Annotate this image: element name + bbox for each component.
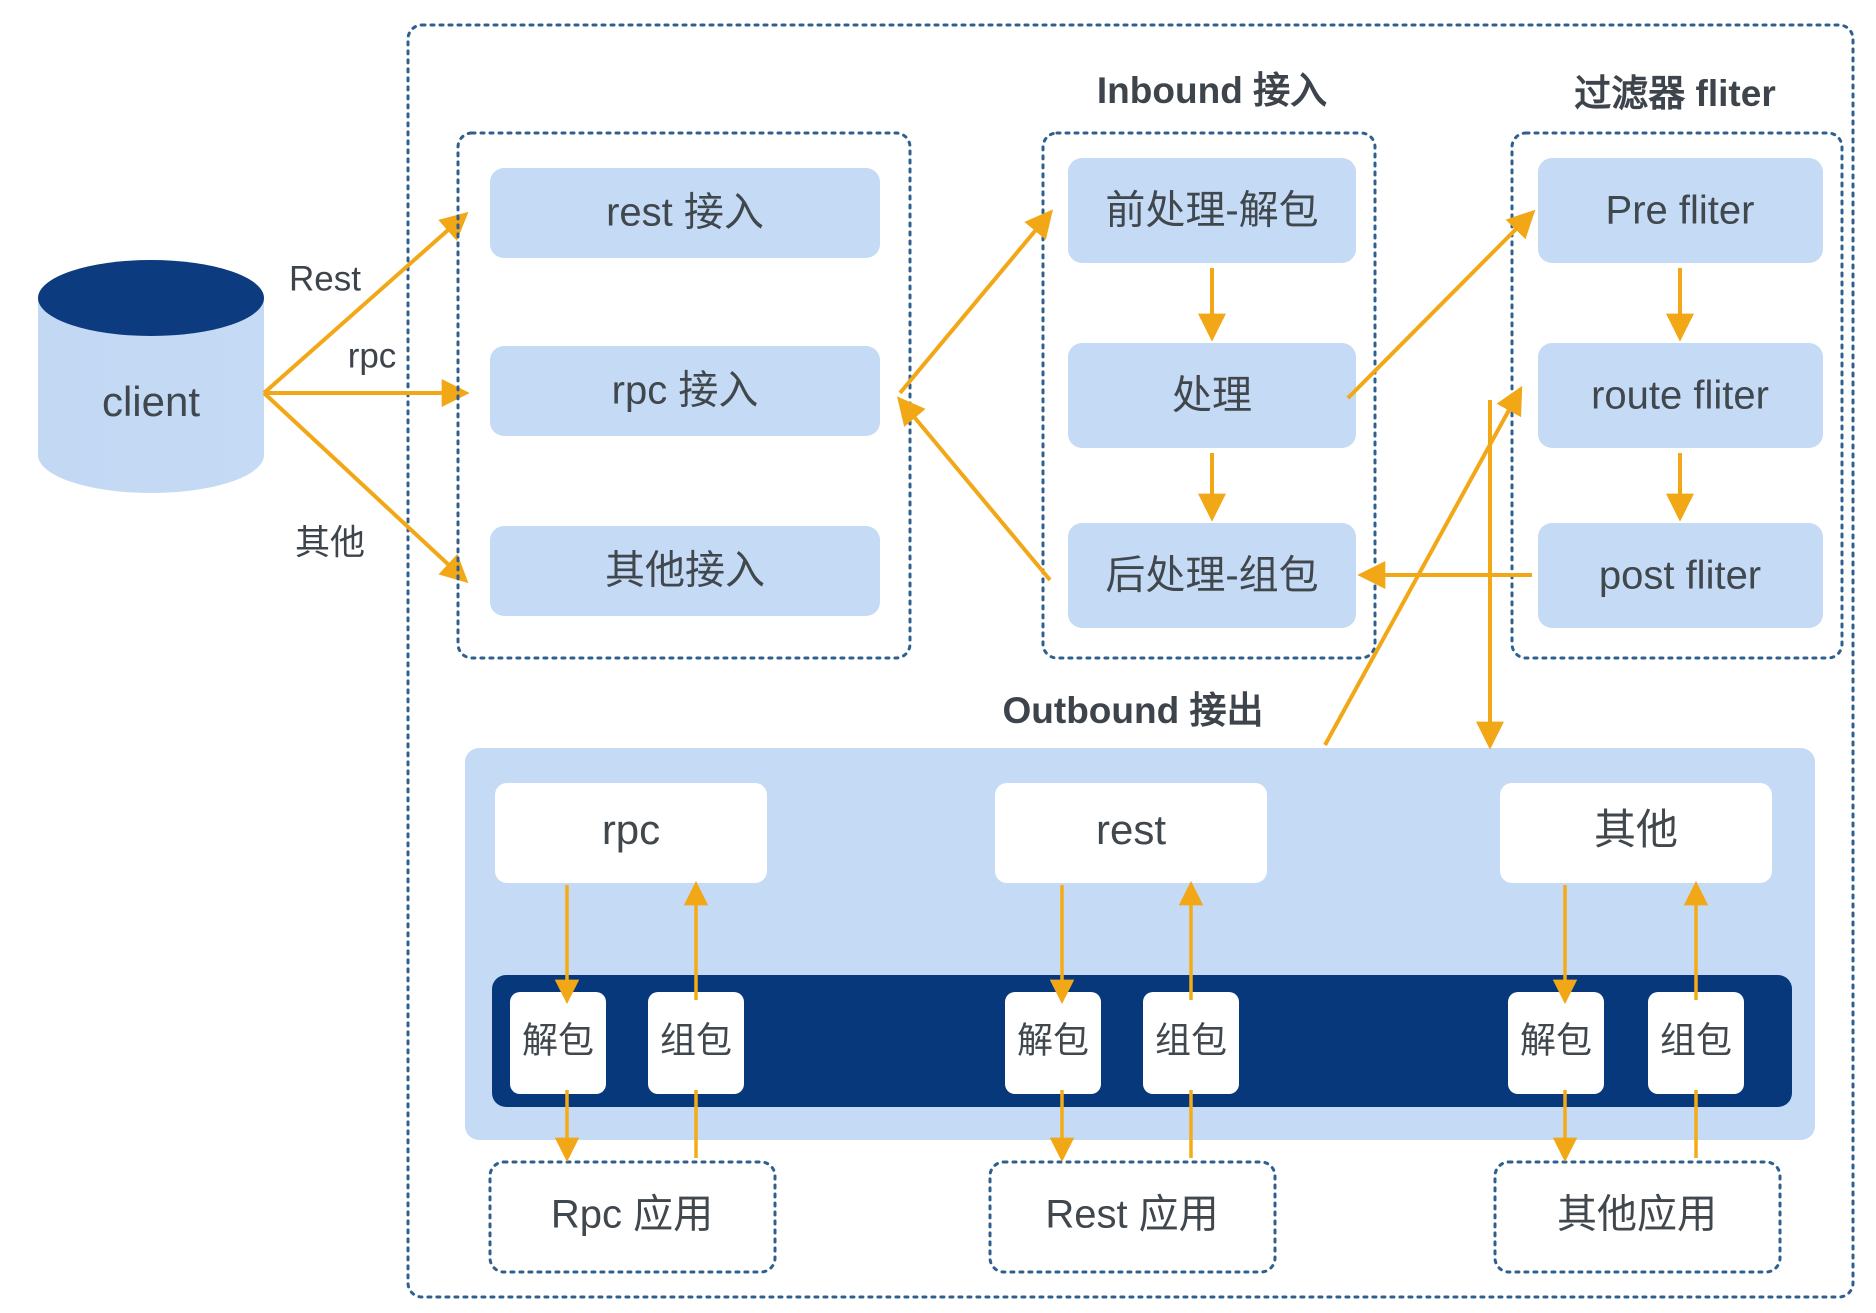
codec-pack-rpc-label: 组包 bbox=[660, 1020, 732, 1061]
codec-unpack-rest[interactable] bbox=[1005, 992, 1101, 1094]
node-route-fliter-label: route fliter bbox=[1591, 374, 1769, 418]
outbound-proto-rpc[interactable] bbox=[495, 783, 767, 883]
node-post-process-pack[interactable] bbox=[1068, 523, 1356, 628]
node-rpc-access[interactable] bbox=[490, 346, 880, 436]
node-pre-fliter-label: Pre fliter bbox=[1606, 189, 1755, 233]
outbound-proto-rest[interactable] bbox=[995, 783, 1267, 883]
node-rpc-access-label: rpc 接入 bbox=[612, 369, 759, 413]
inbound-group-box bbox=[1041, 131, 1377, 660]
node-pre-fliter[interactable] bbox=[1538, 158, 1823, 263]
node-route-fliter[interactable] bbox=[1538, 343, 1823, 448]
outbound-proto-rpc-label: rpc bbox=[602, 806, 660, 853]
codec-bar bbox=[492, 975, 1792, 1107]
arrow-outbound-to-routefliter bbox=[1323, 385, 1523, 746]
arrow-postprocess-to-access bbox=[897, 396, 1052, 582]
node-process[interactable] bbox=[1068, 343, 1356, 448]
arrow-client-to-other bbox=[262, 391, 469, 584]
outer-container bbox=[406, 23, 1855, 1299]
edge-label-other: 其他 bbox=[295, 523, 365, 562]
node-process-label: 处理 bbox=[1172, 374, 1252, 418]
codec-unpack-rest-label: 解包 bbox=[1017, 1020, 1089, 1061]
node-other-access[interactable] bbox=[490, 526, 880, 616]
node-rest-access-label: rest 接入 bbox=[606, 191, 764, 235]
outbound-proto-other-label: 其他 bbox=[1594, 806, 1678, 853]
arrow-process-to-prefliter bbox=[1346, 209, 1536, 400]
node-pre-process-unpack[interactable] bbox=[1068, 158, 1356, 263]
codec-unpack-rpc[interactable] bbox=[510, 992, 606, 1094]
codec-pack-rest-label: 组包 bbox=[1155, 1020, 1227, 1061]
codec-unpack-other-label: 解包 bbox=[1520, 1020, 1592, 1061]
node-rest-access[interactable] bbox=[490, 168, 880, 258]
access-group-box bbox=[456, 131, 912, 660]
app-rpc-label: Rpc 应用 bbox=[551, 1193, 713, 1237]
app-rest-label: Rest 应用 bbox=[1045, 1193, 1218, 1237]
client-cylinder[interactable] bbox=[38, 260, 264, 493]
filter-group-title: 过滤器 fliter bbox=[1574, 73, 1775, 114]
codec-pack-rest[interactable] bbox=[1143, 992, 1239, 1094]
app-other-label: 其他应用 bbox=[1557, 1193, 1717, 1237]
app-other-box[interactable] bbox=[1493, 1160, 1782, 1274]
client-label: client bbox=[102, 378, 200, 425]
codec-unpack-other[interactable] bbox=[1508, 992, 1604, 1094]
arrow-access-to-preprocess bbox=[898, 209, 1053, 395]
codec-pack-other[interactable] bbox=[1648, 992, 1744, 1094]
inbound-group-title: Inbound 接入 bbox=[1097, 70, 1327, 111]
app-rpc-box[interactable] bbox=[488, 1160, 777, 1274]
codec-pack-rpc[interactable] bbox=[648, 992, 744, 1094]
app-rest-box[interactable] bbox=[988, 1160, 1277, 1274]
node-post-fliter[interactable] bbox=[1538, 523, 1823, 628]
edge-label-rpc: rpc bbox=[348, 336, 397, 375]
outbound-proto-other[interactable] bbox=[1500, 783, 1772, 883]
node-post-fliter-label: post fliter bbox=[1599, 554, 1761, 598]
outbound-proto-rest-label: rest bbox=[1096, 806, 1166, 853]
node-pre-process-unpack-label: 前处理-解包 bbox=[1105, 189, 1318, 233]
node-post-process-pack-label: 后处理-组包 bbox=[1105, 554, 1318, 598]
outbound-title: Outbound 接出 bbox=[1003, 690, 1264, 731]
node-other-access-label: 其他接入 bbox=[605, 549, 765, 593]
arrow-client-to-rest bbox=[262, 211, 469, 395]
codec-pack-other-label: 组包 bbox=[1660, 1020, 1732, 1061]
edge-label-rest: Rest bbox=[289, 259, 361, 298]
codec-unpack-rpc-label: 解包 bbox=[522, 1020, 594, 1061]
